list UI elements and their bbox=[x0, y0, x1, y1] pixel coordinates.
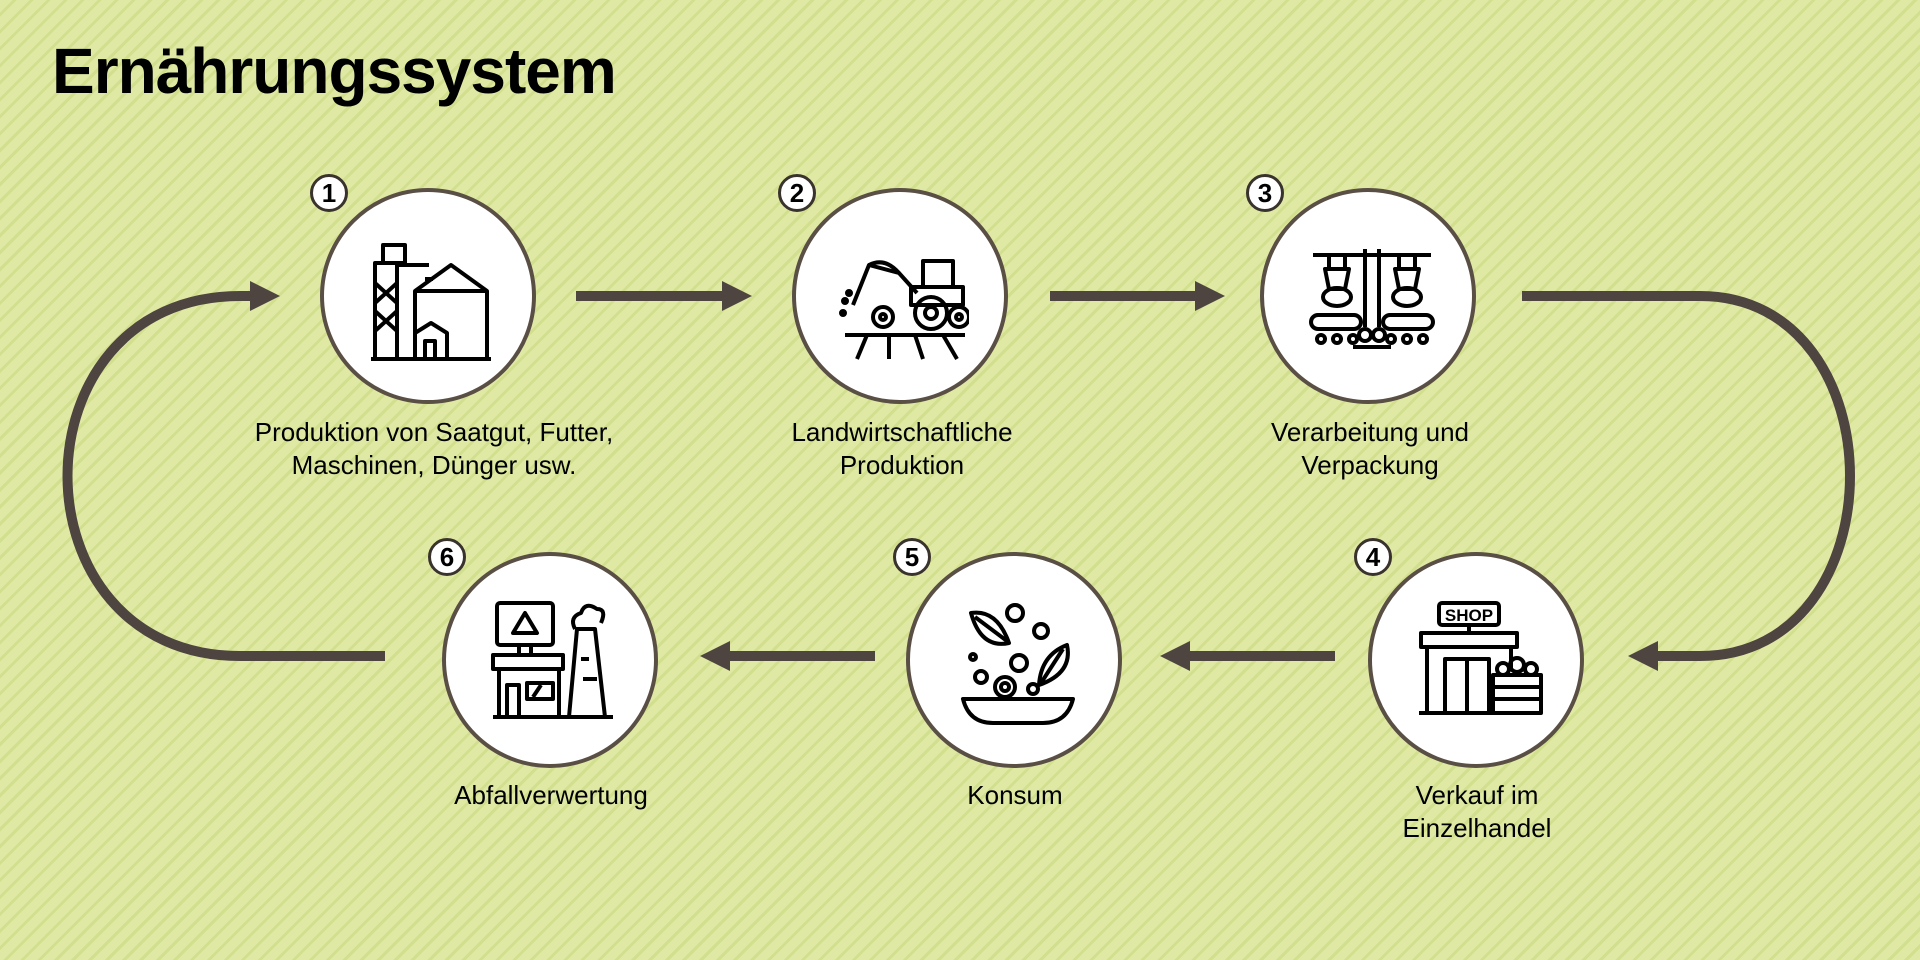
factory-silo-icon bbox=[371, 243, 491, 361]
arrowhead-4-to-5 bbox=[1160, 641, 1190, 671]
step-1-label-line2: Maschinen, Dünger usw. bbox=[291, 450, 577, 480]
page-title: Ernährungssystem bbox=[52, 35, 617, 107]
step-1-label-line1: Produktion von Saatgut, Futter, bbox=[254, 417, 614, 447]
arrow-3-to-4 bbox=[1522, 291, 1855, 661]
step-5-label-line1: Konsum bbox=[967, 780, 1063, 810]
step-3-label-line2: Verpackung bbox=[1301, 450, 1439, 480]
arrowhead-2-to-3 bbox=[1195, 281, 1225, 311]
step-2-circle bbox=[792, 188, 1008, 404]
step-2-badge: 2 bbox=[778, 174, 816, 212]
arrow-6-to-1 bbox=[62, 291, 385, 661]
recycling-plant-icon bbox=[491, 601, 613, 719]
step-3-label: Verarbeitung und Verpackung bbox=[1150, 416, 1590, 482]
arrowhead-3-to-4 bbox=[1628, 641, 1658, 671]
step-3-label-line1: Verarbeitung und bbox=[1270, 417, 1470, 447]
step-2-label: Landwirtschaftliche Produktion bbox=[682, 416, 1122, 482]
arrowhead-5-to-6 bbox=[700, 641, 730, 671]
step-4-label-line2: Einzelhandel bbox=[1402, 813, 1552, 843]
robot-conveyor-icon bbox=[1309, 249, 1435, 349]
step-3-circle bbox=[1260, 188, 1476, 404]
shop-icon: SHOP bbox=[1419, 601, 1543, 715]
step-1-badge: 1 bbox=[310, 174, 348, 212]
step-4-label: Verkauf im Einzelhandel bbox=[1257, 779, 1697, 845]
step-3-badge: 3 bbox=[1246, 174, 1284, 212]
shop-sign-text: SHOP bbox=[1445, 606, 1493, 625]
tractor-field-icon bbox=[839, 259, 969, 361]
step-5-circle bbox=[906, 552, 1122, 768]
step-6-circle bbox=[442, 552, 658, 768]
step-6-badge: 6 bbox=[428, 538, 466, 576]
salad-bowl-icon bbox=[961, 603, 1075, 725]
arrowhead-1-to-2 bbox=[722, 281, 752, 311]
step-4-badge: 4 bbox=[1354, 538, 1392, 576]
step-6-label: Abfallverwertung bbox=[331, 779, 771, 812]
step-1-circle bbox=[320, 188, 536, 404]
step-5-label: Konsum bbox=[795, 779, 1235, 812]
step-2-label-line2: Produktion bbox=[839, 450, 965, 480]
step-2-label-line1: Landwirtschaftliche bbox=[791, 417, 1013, 447]
step-5-badge: 5 bbox=[893, 538, 931, 576]
step-4-label-line1: Verkauf im bbox=[1415, 780, 1539, 810]
arrowhead-6-to-1 bbox=[250, 281, 280, 311]
step-6-label-line1: Abfallverwertung bbox=[454, 780, 648, 810]
step-1-label: Produktion von Saatgut, Futter, Maschine… bbox=[214, 416, 654, 482]
step-4-circle: SHOP bbox=[1368, 552, 1584, 768]
